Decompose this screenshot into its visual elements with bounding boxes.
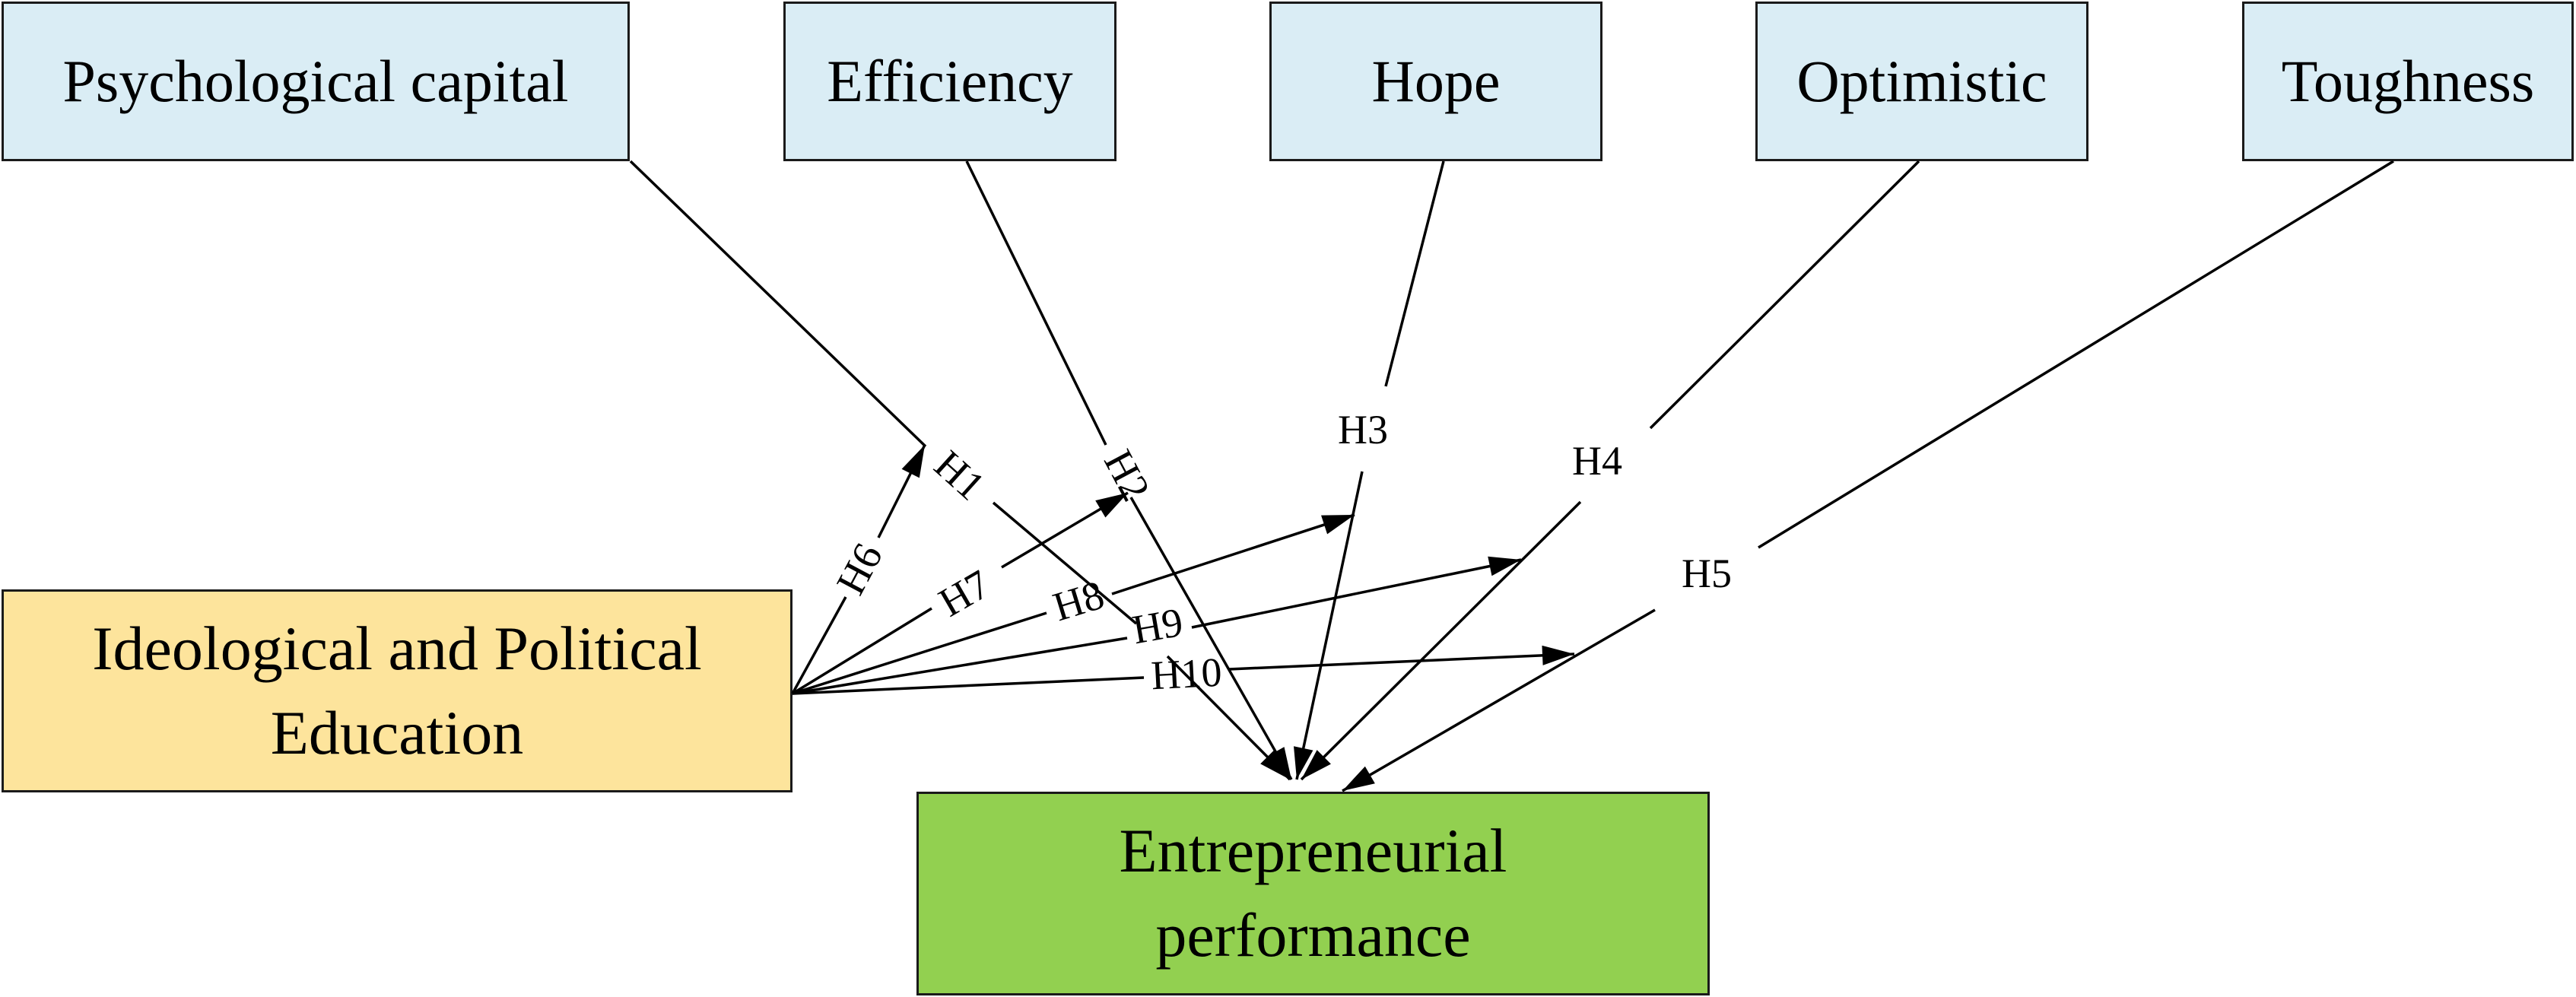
node-hope: Hope [1269, 2, 1602, 161]
edge-h5-label: H5 [1682, 551, 1732, 596]
edge-h4-label: H4 [1572, 438, 1622, 484]
edge-h9-line [1191, 558, 1522, 629]
edge-h6-label: H6 [827, 536, 891, 602]
node-psychological-capital: Psychological capital [2, 2, 630, 161]
edge-h3-label: H3 [1338, 407, 1388, 452]
edge-h9-line [792, 637, 1128, 695]
node-ideological-political-education: Ideological and Political Education [2, 589, 792, 792]
edge-h8-line [1111, 513, 1355, 595]
node-toughness: Toughness [2242, 2, 2574, 161]
edge-h9-arrowhead [1488, 556, 1521, 576]
edge-h9-label: H9 [1129, 599, 1186, 653]
edge-h8-line [792, 611, 1047, 695]
edge-h4-line [1300, 500, 1582, 781]
edge-h2-line [965, 160, 1107, 446]
edge-h7-arrowhead [1095, 493, 1128, 518]
edge-h3-line [1384, 160, 1445, 387]
node-entrepreneurial-performance: Entrepreneurial performance [916, 792, 1710, 995]
edge-h1-line [992, 501, 1138, 625]
edge-h1-line [629, 160, 927, 448]
edge-h10-arrowhead [1542, 645, 1574, 665]
edge-h5-line [1342, 608, 1656, 792]
edge-h3-line [1295, 471, 1364, 780]
edge-h10-line [792, 676, 1145, 695]
edge-h5-arrowhead [1342, 766, 1375, 791]
edge-h8-arrowhead [1321, 515, 1355, 535]
edge-h5-line [1758, 160, 2394, 549]
edge-h10-line [1228, 652, 1575, 671]
edge-h6-line [791, 596, 847, 694]
edge-h2-line [1129, 497, 1293, 780]
edge-h3-arrowhead [1294, 746, 1313, 780]
edge-h10-label: H10 [1150, 649, 1223, 699]
edge-h4-line [1649, 160, 1920, 430]
edge-h6-arrowhead [901, 445, 925, 478]
node-optimistic: Optimistic [1755, 2, 2088, 161]
node-efficiency: Efficiency [783, 2, 1116, 161]
edge-h8-label: H8 [1048, 572, 1110, 630]
edge-h4-arrowhead [1301, 750, 1331, 780]
edge-h7-label: H7 [931, 561, 997, 626]
edge-h1-label: H1 [926, 442, 993, 510]
edge-h7-line [792, 607, 932, 695]
edge-h2-arrowhead [1266, 747, 1291, 780]
